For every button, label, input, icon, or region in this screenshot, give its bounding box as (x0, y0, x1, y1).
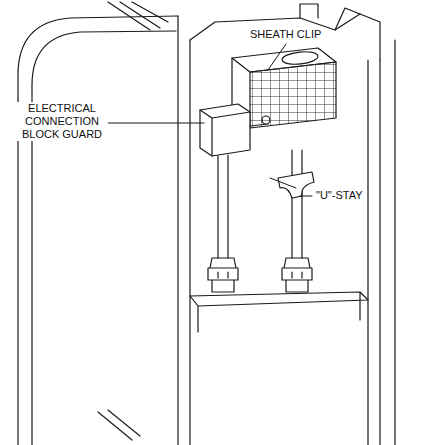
top-bracket (300, 4, 360, 30)
panel-outer (18, 16, 178, 445)
u-stay (278, 172, 314, 198)
guard-screw (250, 116, 270, 126)
panel-inner (32, 31, 176, 445)
housing-wall (178, 16, 190, 445)
clip-slot (281, 50, 318, 66)
cable-right (292, 150, 302, 258)
gland-right (282, 258, 312, 292)
leader-line (270, 178, 312, 196)
gland-facets (218, 272, 302, 278)
part-label: SHEATH CLIP (248, 28, 323, 41)
part-label: "U"-STAY (314, 189, 365, 202)
gland-left (208, 258, 238, 292)
housing-top (190, 14, 380, 60)
lower-box (190, 292, 368, 332)
block-guard-edges (200, 110, 250, 156)
housing-right (368, 40, 395, 445)
leader-line (102, 123, 204, 124)
cable-left (218, 155, 228, 258)
bottom-strokes (98, 410, 140, 440)
part-label: ELECTRICAL CONNECTION BLOCK GUARD (16, 102, 108, 141)
leader-line (268, 44, 286, 70)
sheath-clip (250, 62, 336, 128)
block-guard (200, 104, 250, 156)
